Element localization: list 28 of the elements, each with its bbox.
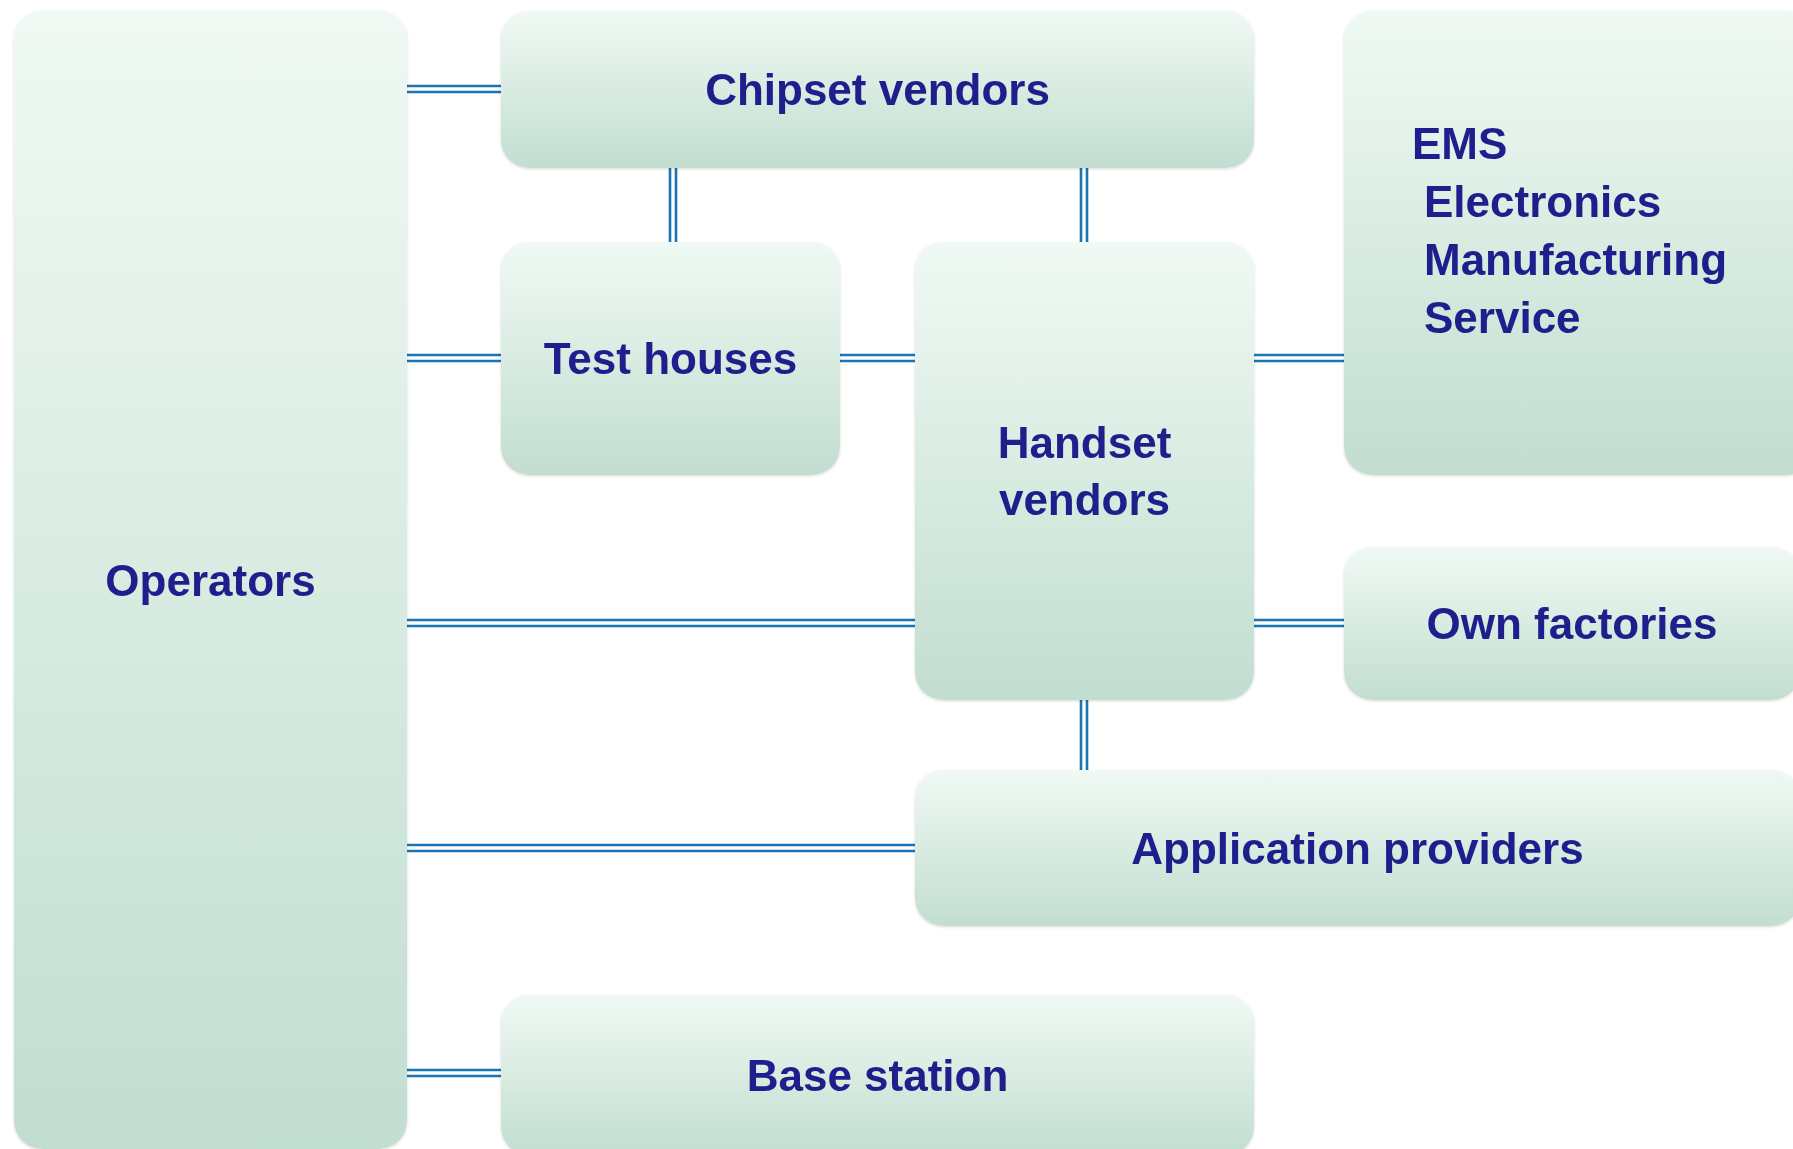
double-connector-line	[838, 353, 917, 363]
rounded-box	[915, 770, 1793, 926]
box-label: EMS	[1412, 118, 1509, 170]
box-label: Chipset vendors	[705, 64, 1050, 116]
rounded-box	[501, 995, 1254, 1149]
rounded-box	[1344, 547, 1793, 700]
double-connector-line	[405, 353, 503, 363]
box-label: Test houses	[543, 333, 798, 385]
box-label: Operators	[105, 554, 316, 607]
double-connector-line	[405, 84, 503, 94]
box-label: Application providers	[1131, 822, 1584, 875]
double-connector-line	[1079, 698, 1089, 772]
double-connector-line	[405, 1068, 503, 1078]
double-connector-line	[1252, 353, 1346, 363]
box-label: Base station	[746, 1049, 1009, 1102]
double-connector-line	[1252, 618, 1346, 628]
box-label: Handset vendors	[996, 417, 1173, 526]
rounded-box	[915, 242, 1254, 700]
rounded-box	[14, 11, 407, 1149]
double-connector-line	[668, 166, 678, 244]
box-label: Electronics Manufacturing Service	[1423, 176, 1729, 344]
rounded-box	[501, 11, 1254, 168]
double-connector-line	[405, 843, 917, 853]
box-label: Own factories	[1426, 598, 1718, 650]
double-connector-line	[1079, 166, 1089, 244]
double-connector-line	[405, 618, 917, 628]
rounded-box	[501, 242, 840, 475]
rounded-box	[1344, 11, 1793, 475]
